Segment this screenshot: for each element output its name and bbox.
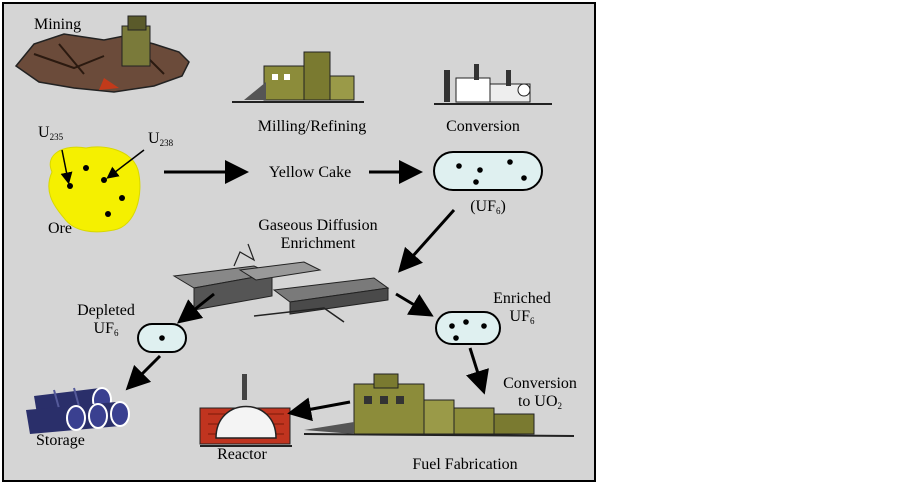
- ore-label: Ore: [48, 220, 72, 237]
- conversion-uo2-label-line2: to UO2: [517, 393, 563, 411]
- ore-icon: [48, 146, 145, 233]
- mine-icon: [14, 15, 190, 93]
- milling-label: Milling/Refining: [257, 118, 367, 135]
- fuel-cycle-diagram: Mining Milling/Refining Conversion U235 …: [2, 2, 596, 482]
- storage-cylinders-icon: [26, 387, 130, 434]
- enriched-label-line2: UF6: [509, 308, 535, 326]
- uf6-label: (UF6): [470, 198, 506, 216]
- uf6-capsule: [433, 151, 543, 191]
- u235-label: U235: [38, 124, 64, 142]
- enriched-uf6-capsule: [435, 311, 501, 345]
- depleted-uf6-capsule: [137, 323, 187, 353]
- depleted-label-line1: Depleted: [77, 302, 135, 319]
- fuel-fabrication-label: Fuel Fabrication: [412, 456, 518, 473]
- reactor-icon: [199, 374, 292, 447]
- conversion-plant-icon: [434, 64, 552, 105]
- enriched-label-line1: Enriched: [493, 290, 551, 307]
- diagram-graphics: [14, 15, 575, 447]
- conversion-label: Conversion: [446, 118, 520, 135]
- gaseous-diffusion-label-line2: Enrichment: [280, 235, 356, 252]
- diffusion-plant-icon: [172, 243, 390, 323]
- yellow-cake-label: Yellow Cake: [268, 164, 352, 181]
- conversion-uo2-label-line1: Conversion: [503, 375, 577, 392]
- reactor-label: Reactor: [217, 446, 267, 463]
- u238-label: U238: [148, 130, 174, 148]
- flow-arrows: [125, 160, 489, 422]
- depleted-label-line2: UF6: [93, 320, 119, 338]
- mill-icon: [232, 51, 364, 103]
- storage-label: Storage: [36, 432, 85, 449]
- fuel-fabrication-plant-icon: [303, 373, 575, 437]
- gaseous-diffusion-label-line1: Gaseous Diffusion: [258, 217, 378, 234]
- mining-label: Mining: [34, 16, 82, 33]
